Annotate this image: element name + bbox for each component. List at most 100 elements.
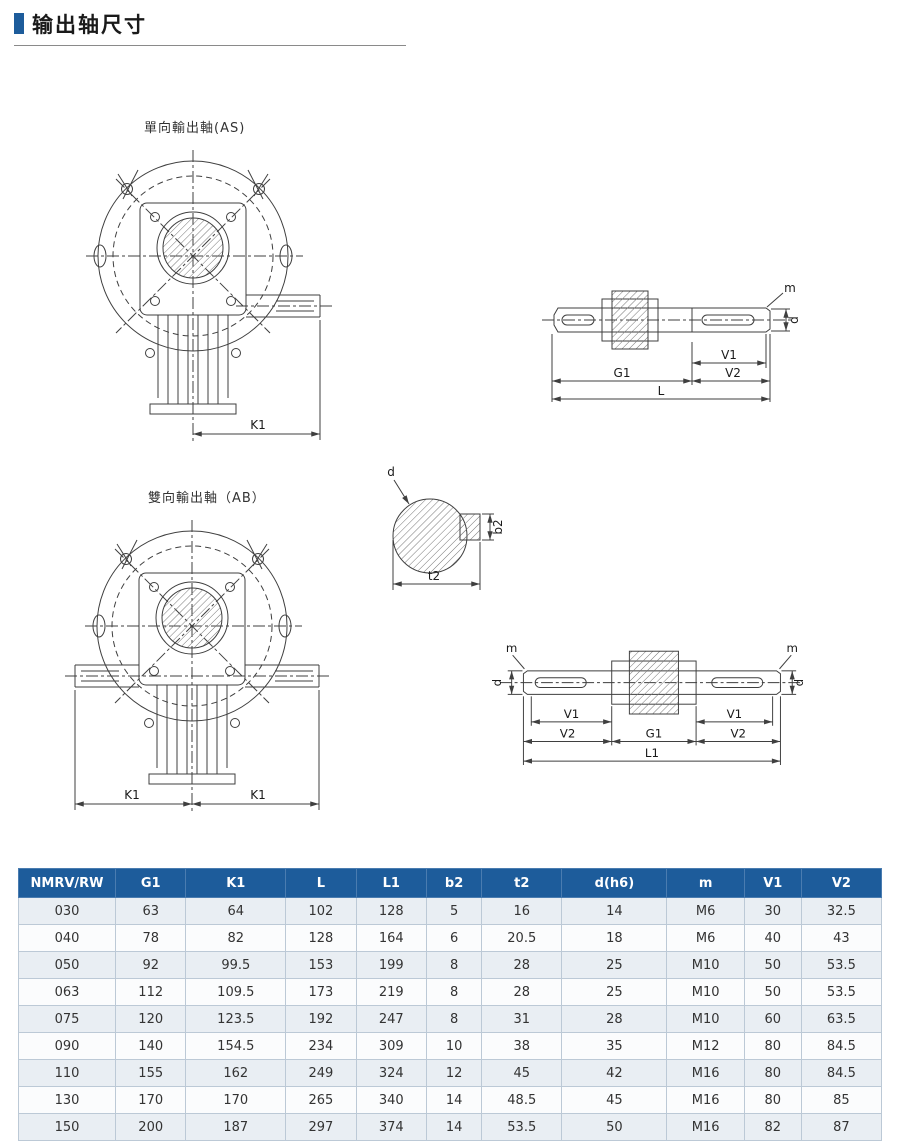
table-cell: 10 [426, 1032, 483, 1060]
dim-label-v1-left: V1 [564, 707, 580, 721]
table-cell: 50 [743, 951, 802, 979]
column-header: K1 [185, 868, 287, 898]
table-cell: 123.5 [185, 1005, 287, 1033]
table-cell: 45 [481, 1059, 563, 1087]
dimension-labels: m m d d V1 V1 V2 G1 V2 L1 [490, 641, 806, 760]
dim-label-d: d [787, 316, 801, 324]
table-cell: 30 [743, 897, 802, 925]
dimension-labels: m d V1 G1 V2 L [614, 281, 801, 398]
gearbox-outline [65, 520, 331, 814]
table-cell: 64 [185, 897, 287, 925]
title-accent-marker [14, 13, 24, 34]
dim-label-m-left: m [506, 641, 517, 655]
single-shaft-drawing-label: 單向輸出軸(AS) [144, 121, 246, 136]
column-header: V2 [800, 868, 883, 898]
table-cell: 112 [114, 978, 187, 1006]
dimension-labels: K1 [250, 418, 266, 432]
table-cell: M16 [666, 1059, 745, 1087]
table-cell: 20.5 [481, 924, 563, 952]
table-cell: 187 [185, 1113, 287, 1141]
dim-label-l1: L1 [645, 746, 659, 760]
table-cell: M10 [666, 1005, 745, 1033]
dim-label-t2: t2 [428, 569, 440, 583]
table-cell: M12 [666, 1032, 745, 1060]
table-cell: 53.5 [800, 951, 883, 979]
table-cell: 110 [18, 1059, 116, 1087]
table-cell: M10 [666, 951, 745, 979]
table-cell: 92 [114, 951, 187, 979]
table-cell: 6 [426, 924, 483, 952]
table-cell: 297 [285, 1113, 357, 1141]
column-header: NMRV/RW [18, 868, 116, 898]
column-header: L [285, 868, 357, 898]
table-cell: 199 [355, 951, 428, 979]
gearbox-front-view-single-drawing: K1 [86, 150, 332, 444]
table-cell: 25 [561, 978, 668, 1006]
table-cell: M6 [666, 924, 745, 952]
table-cell: 192 [285, 1005, 357, 1033]
table-cell: 40 [743, 924, 802, 952]
table-cell: 164 [355, 924, 428, 952]
table-cell: M10 [666, 978, 745, 1006]
table-cell: 63.5 [800, 1005, 883, 1033]
dim-label-v2-right: V2 [730, 727, 746, 741]
table-cell: M6 [666, 897, 745, 925]
table-cell: 80 [743, 1059, 802, 1087]
table-cell: 80 [743, 1032, 802, 1060]
table-cell: 85 [800, 1086, 883, 1114]
table-cell: 82 [743, 1113, 802, 1141]
table-cell: 14 [561, 897, 668, 925]
dimension-labels: K1 K1 [124, 788, 266, 802]
table-cell: 309 [355, 1032, 428, 1060]
table-cell: 265 [285, 1086, 357, 1114]
shaft-outline [542, 290, 792, 402]
double-output-shaft-drawing: m m d d V1 V1 V2 G1 V2 L1 [490, 641, 806, 766]
column-header: m [666, 868, 745, 898]
table-cell: 45 [561, 1086, 668, 1114]
table-cell: 8 [426, 978, 483, 1006]
table-cell: 60 [743, 1005, 802, 1033]
table-cell: 18 [561, 924, 668, 952]
table-cell: 030 [18, 897, 116, 925]
table-cell: 12 [426, 1059, 483, 1087]
table-cell: 150 [18, 1113, 116, 1141]
table-cell: 050 [18, 951, 116, 979]
column-header: b2 [426, 868, 483, 898]
gearbox-front-view-double-drawing: K1 K1 [65, 520, 331, 814]
table-cell: 249 [285, 1059, 357, 1087]
shaft-outline [499, 650, 801, 766]
table-cell: 170 [185, 1086, 287, 1114]
table-cell: 109.5 [185, 978, 287, 1006]
table-cell: 234 [285, 1032, 357, 1060]
dim-label-v2-left: V2 [560, 727, 576, 741]
table-cell: 42 [561, 1059, 668, 1087]
table-cell: 16 [481, 897, 563, 925]
dim-label-m-right: m [786, 641, 797, 655]
single-output-shaft-drawing: m d V1 G1 V2 L [542, 281, 801, 402]
table-cell: 374 [355, 1113, 428, 1141]
table-cell: 48.5 [481, 1086, 563, 1114]
table-cell: M16 [666, 1113, 745, 1141]
dim-label-g1: G1 [646, 727, 663, 741]
double-shaft-drawing-label: 雙向輸出軸（AB） [148, 491, 266, 506]
table-cell: 50 [561, 1113, 668, 1141]
table-cell: 090 [18, 1032, 116, 1060]
table-cell: 28 [481, 951, 563, 979]
dim-label-b2: b2 [491, 519, 505, 534]
table-cell: 173 [285, 978, 357, 1006]
table-cell: 128 [355, 897, 428, 925]
table-cell: 130 [18, 1086, 116, 1114]
table-cell: 78 [114, 924, 187, 952]
column-header: d(h6) [561, 868, 668, 898]
table-cell: 162 [185, 1059, 287, 1087]
gearbox-outline [86, 150, 332, 444]
table-cell: 340 [355, 1086, 428, 1114]
table-cell: 50 [743, 978, 802, 1006]
table-cell: 219 [355, 978, 428, 1006]
table-cell: 200 [114, 1113, 187, 1141]
